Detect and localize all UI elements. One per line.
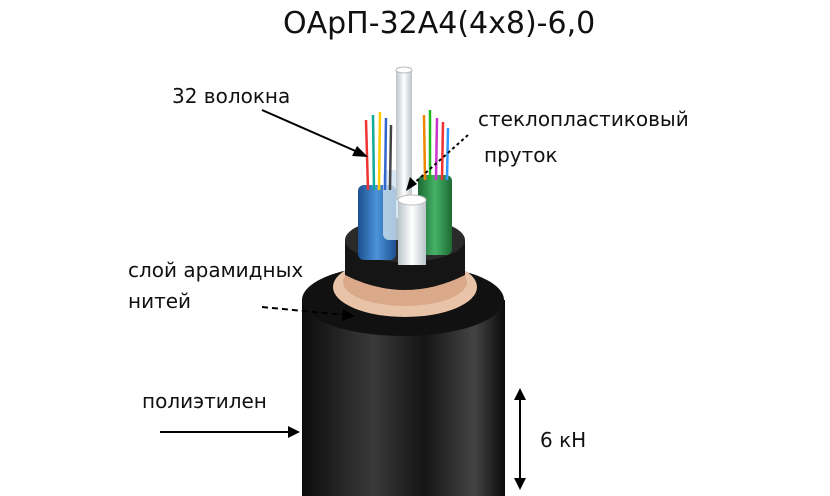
fiberglass-rod bbox=[395, 66, 427, 265]
tensile-arrowhead-up bbox=[514, 388, 526, 400]
aramid-label-line2: нитей bbox=[128, 289, 192, 313]
aramid-label-line1: слой арамидных bbox=[128, 258, 304, 282]
jacket-label: полиэтилен bbox=[142, 389, 267, 413]
rod-arrow bbox=[411, 134, 469, 186]
optical-fibers bbox=[364, 110, 450, 191]
tensile-label: 6 кН bbox=[540, 428, 587, 452]
tensile-arrowhead-down bbox=[514, 478, 526, 490]
rod-label-line1: стеклопластиковый bbox=[478, 107, 689, 131]
rod-arrowhead bbox=[406, 177, 417, 191]
rod-label-line2: пруток bbox=[484, 143, 558, 167]
fibers-arrow bbox=[261, 109, 361, 154]
fibers-arrowhead bbox=[352, 146, 368, 157]
jacket-arrowhead bbox=[288, 426, 300, 438]
green-tube bbox=[418, 175, 452, 255]
aramid-arrowhead bbox=[342, 309, 355, 321]
fibers-label: 32 волокна bbox=[172, 84, 291, 108]
cable-title: ОАрП-32А4(4x8)-6,0 bbox=[283, 6, 596, 41]
aramid-arrow bbox=[261, 306, 346, 316]
